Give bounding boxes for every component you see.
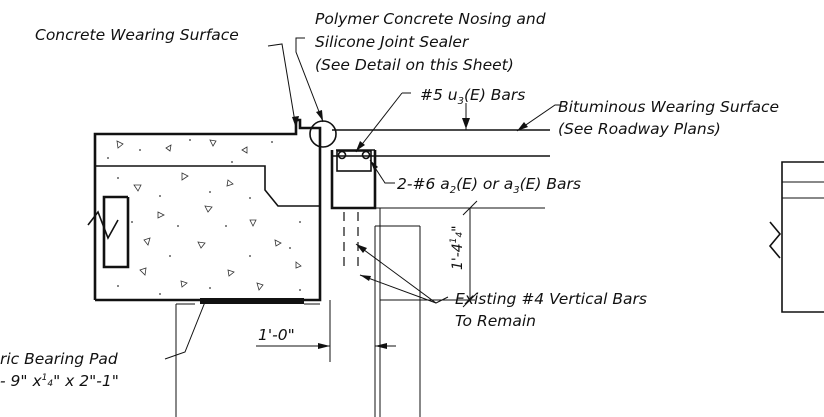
beam-break-symbol (87, 195, 130, 269)
label-nosing-line3: (See Detail on this Sheet) (315, 56, 514, 74)
a-bars-mid: (E) or a (456, 175, 513, 193)
svg-text:1'-414": 1'-414" (449, 225, 466, 270)
label-existing-bars-line2: To Remain (455, 312, 536, 330)
pad-line2-b: " x 2"-1" (53, 372, 119, 390)
existing-vertical-bars (343, 212, 359, 268)
label-horizontal-dimension: 1'-0" (258, 326, 295, 344)
u3-subscript: 3 (458, 96, 464, 107)
substructure-lines (175, 208, 421, 417)
right-slab (330, 129, 550, 210)
dim-vertical-main: 1'-4 (450, 243, 466, 270)
concrete-sand-dots (107, 139, 301, 295)
a-bars-suffix: (E) Bars (520, 175, 581, 193)
a-bars-prefix: 2-#6 a (397, 175, 450, 193)
adjacent-detail-partial (768, 161, 824, 313)
label-vertical-dimension: 1'-414" (449, 225, 466, 270)
pad-frac-den: 4 (47, 379, 53, 389)
joint-sealer-circle (309, 120, 337, 148)
label-u3-bars: #5 u3(E) Bars (420, 86, 525, 107)
dim-vertical-end: " (450, 225, 466, 231)
pad-frac-num: 1 (42, 373, 48, 383)
label-nosing-line2: Silicone Joint Sealer (315, 33, 470, 51)
label-bituminous-line2: (See Roadway Plans) (558, 120, 721, 138)
label-bearing-pad-line2: - 9" x14" x 2"-1" (0, 372, 119, 390)
horizontal-dimension (256, 343, 396, 349)
u3-prefix: #5 u (420, 86, 458, 104)
label-bearing-pad-line1: ric Bearing Pad (0, 350, 118, 368)
dim-vertical-frac-num: 1 (449, 238, 459, 244)
a-bars-sub2: 3 (513, 185, 519, 196)
u3-suffix: (E) Bars (464, 86, 525, 104)
concrete-aggregate-hatch (116, 139, 302, 291)
label-bituminous-line1: Bituminous Wearing Surface (558, 98, 779, 116)
leader-lines (164, 37, 560, 360)
deck-outline (93, 118, 322, 302)
label-a-bars: 2-#6 a2(E) or a3(E) Bars (397, 175, 581, 196)
a-bars-sub1: 2 (450, 185, 456, 196)
label-concrete-wearing-surface: Concrete Wearing Surface (35, 26, 239, 44)
label-nosing-line1: Polymer Concrete Nosing and (315, 10, 546, 28)
bearing-pad (200, 298, 304, 304)
dim-vertical-frac-den: 4 (455, 232, 465, 238)
label-existing-bars-line1: Existing #4 Vertical Bars (455, 290, 647, 308)
pad-line2-a: - 9" x (0, 372, 42, 390)
